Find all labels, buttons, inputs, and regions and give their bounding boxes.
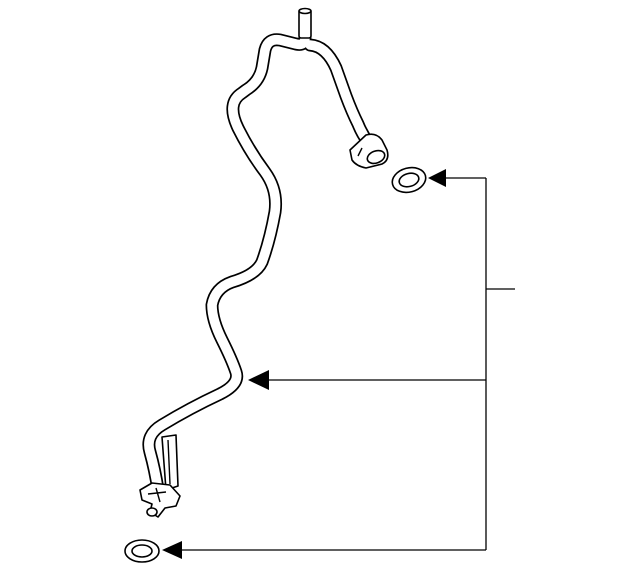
- top-stub: [298, 7, 312, 39]
- arrowhead-upper-seal: [428, 169, 446, 187]
- lower-fitting: [139, 482, 181, 518]
- arrowhead-tube: [248, 370, 269, 390]
- callout-arrowheads: [162, 169, 446, 559]
- arrowhead-lower-seal: [162, 541, 182, 559]
- tube-assembly: [139, 7, 389, 518]
- callout-lines: [179, 177, 515, 551]
- lower-o-ring-seal: [124, 539, 160, 563]
- tube-fill: [144, 20, 310, 495]
- upper-fitting: [349, 133, 389, 169]
- lower-bracket: [161, 434, 179, 491]
- upper-o-ring-seal: [391, 166, 427, 194]
- tube-upper-branch-fill: [305, 40, 373, 147]
